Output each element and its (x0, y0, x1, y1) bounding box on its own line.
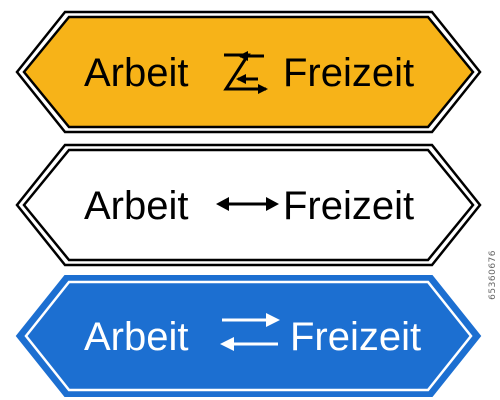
opposing-arrows-icon (220, 313, 280, 351)
sign-3: Arbeit Freizeit (15, 275, 482, 397)
double-headed-arrow-icon (216, 197, 279, 211)
sign-1: Arbeit Freizeit (15, 10, 482, 134)
sign-2: Arbeit Freizeit (15, 143, 482, 267)
sign-1-left-label: Arbeit (84, 51, 189, 95)
zigzag-double-arrow-icon (223, 51, 268, 94)
sign-2-right-label: Freizeit (283, 184, 414, 228)
sign-1-plate (22, 15, 475, 129)
sign-3-left-label: Arbeit (84, 315, 189, 359)
stock-id-label: 65360676 (488, 250, 498, 300)
sign-3-right-label: Freizeit (290, 315, 421, 359)
sign-2-left-label: Arbeit (84, 184, 189, 228)
sign-3-inner-border (24, 280, 473, 392)
sign-3-outer-shape (15, 275, 482, 397)
sign-1-right-label: Freizeit (283, 51, 414, 95)
